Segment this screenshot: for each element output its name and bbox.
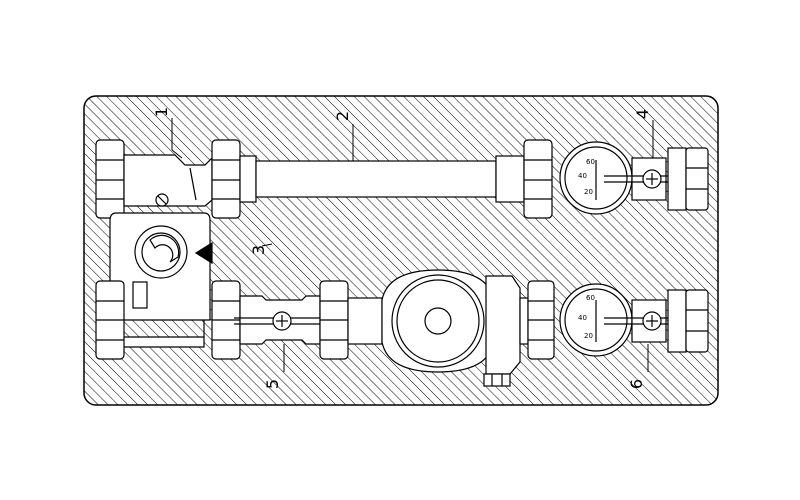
bottom-thermometer: 60 40 20 [559, 283, 633, 357]
bottom-mid-nut [319, 280, 383, 360]
callout-6: 6 [627, 379, 646, 389]
svg-text:20: 20 [584, 188, 593, 196]
valve-actuator [109, 212, 213, 348]
circulation-pump [381, 269, 521, 387]
bottom-left-fitting [95, 280, 125, 360]
bottom-left-ball-valve [234, 295, 330, 345]
mixing-valve-body [123, 154, 213, 207]
leader-lines [171, 118, 654, 372]
callout-3: 3 [249, 245, 268, 255]
top-thermometer: 60 40 20 [559, 141, 633, 215]
direction-arrow-icon [194, 241, 213, 265]
svg-text:20: 20 [584, 332, 593, 340]
svg-text:40: 40 [578, 314, 587, 322]
top-right-pipe-nut [495, 139, 553, 219]
top-left-fitting [95, 139, 125, 219]
callout-1: 1 [152, 107, 171, 117]
callout-4: 4 [633, 109, 652, 119]
svg-text:60: 60 [586, 294, 595, 302]
svg-text:40: 40 [578, 172, 587, 180]
top-pipe [255, 160, 497, 198]
callout-2: 2 [333, 111, 352, 121]
bottom-ball-valve [604, 299, 700, 343]
bottom-right-pipe-nut [519, 280, 555, 360]
svg-text:60: 60 [586, 158, 595, 166]
top-right-fitting [667, 147, 709, 211]
top-ball-valve [604, 157, 700, 201]
callout-5: 5 [263, 379, 282, 389]
bottom-valve-nut [211, 280, 241, 360]
bottom-right-fitting [667, 289, 709, 353]
